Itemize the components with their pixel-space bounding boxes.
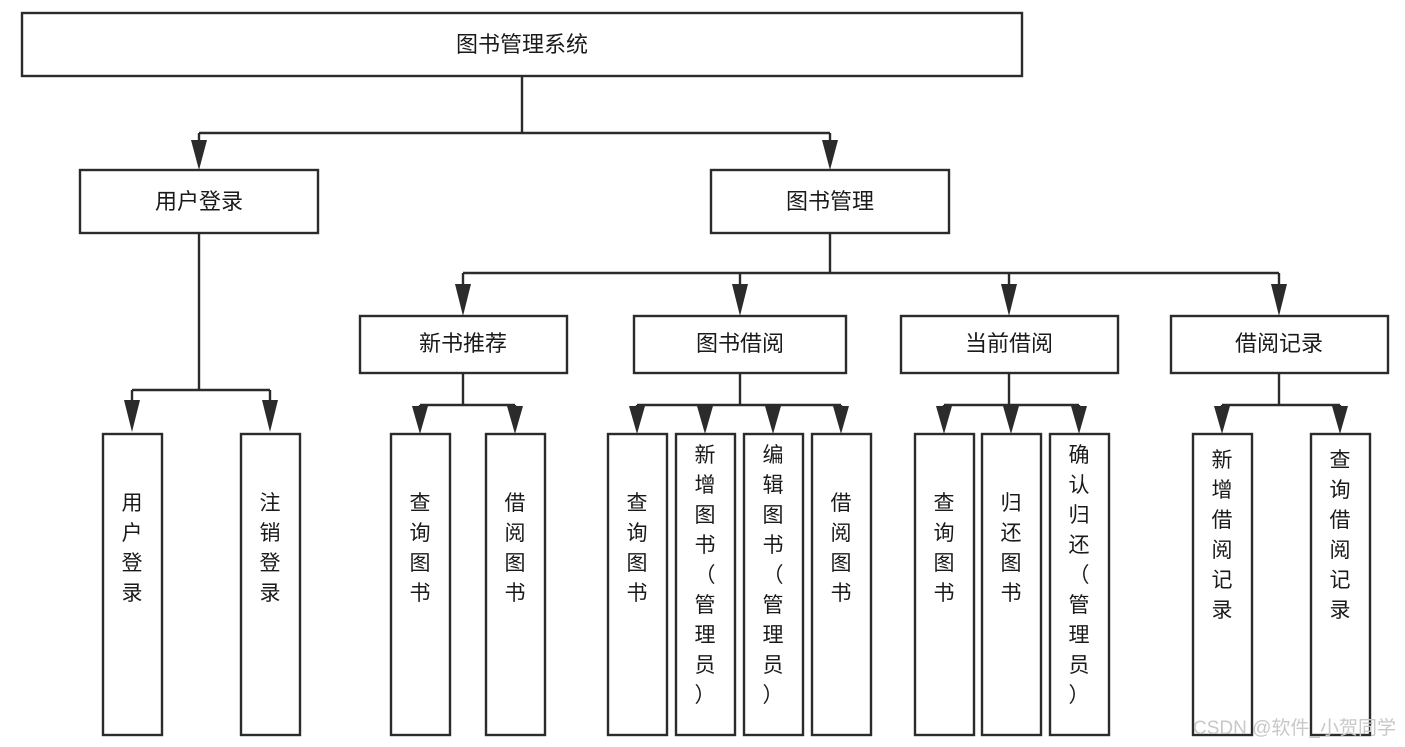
node-new-books-box[interactable] bbox=[358, 314, 569, 375]
arrow-to-leaf-query-record bbox=[1332, 406, 1348, 434]
leaf-borrow-book-1-box[interactable] bbox=[484, 432, 547, 737]
arrow-to-leaf-query-book-3 bbox=[936, 406, 952, 434]
leaf-query-record-label: 查询借阅记录 bbox=[1330, 449, 1351, 622]
leaf-edit-book-label: 编辑图书（管理员） bbox=[763, 444, 784, 707]
arrow-to-current bbox=[1001, 284, 1017, 316]
node-current[interactable]: 当前借阅 bbox=[899, 314, 1120, 375]
arrow-to-book-mgmt bbox=[822, 140, 838, 170]
leaf-borrow-book-2[interactable]: 借阅图书 bbox=[810, 432, 873, 737]
arrow-to-leaf-user-login bbox=[124, 400, 140, 432]
leaf-confirm-return-box[interactable] bbox=[1048, 432, 1111, 737]
node-new-books-label: 新书推荐 bbox=[419, 331, 507, 356]
arrow-to-leaf-add-book bbox=[697, 406, 713, 434]
node-borrow-box[interactable] bbox=[632, 314, 848, 375]
leaf-query-book-3-label: 查询图书 bbox=[934, 492, 955, 605]
leaf-add-record-label: 新增借阅记录 bbox=[1212, 449, 1233, 622]
node-user-login-label: 用户登录 bbox=[155, 189, 243, 214]
leaf-query-book-1-box[interactable] bbox=[389, 432, 452, 737]
arrow-to-leaf-confirm-return bbox=[1071, 406, 1087, 434]
leaf-confirm-return[interactable]: 确认归还（管理员） bbox=[1048, 432, 1111, 737]
leaf-query-record[interactable]: 查询借阅记录 bbox=[1309, 432, 1372, 737]
leaf-edit-book-box[interactable] bbox=[742, 432, 805, 737]
leaf-return-book[interactable]: 归还图书 bbox=[980, 432, 1043, 737]
node-user-login-box[interactable] bbox=[78, 168, 320, 235]
watermark-label: CSDN @软件_小贺同学 bbox=[1193, 717, 1396, 739]
node-root-label: 图书管理系统 bbox=[456, 32, 588, 57]
leaf-user-login-label: 用户登录 bbox=[122, 492, 143, 605]
arrow-to-leaf-borrow-book-2 bbox=[833, 406, 849, 434]
node-borrow[interactable]: 图书借阅 bbox=[632, 314, 848, 375]
leaf-logout-label: 注销登录 bbox=[260, 492, 281, 605]
leaf-add-book-box[interactable] bbox=[674, 432, 737, 737]
arrow-to-borrow bbox=[732, 284, 748, 316]
leaf-borrow-book-1[interactable]: 借阅图书 bbox=[484, 432, 547, 737]
node-user-login[interactable]: 用户登录 bbox=[78, 168, 320, 235]
node-book-mgmt[interactable]: 图书管理 bbox=[709, 168, 951, 235]
node-current-box[interactable] bbox=[899, 314, 1120, 375]
arrow-to-leaf-query-book-1 bbox=[412, 406, 428, 434]
leaf-query-book-1-label: 查询图书 bbox=[410, 492, 431, 605]
leaf-add-record[interactable]: 新增借阅记录 bbox=[1191, 432, 1254, 737]
leaf-add-book[interactable]: 新增图书（管理员） bbox=[674, 432, 737, 737]
node-root[interactable]: 图书管理系统 bbox=[20, 11, 1024, 78]
leaf-user-login-box[interactable] bbox=[101, 432, 164, 737]
node-new-books[interactable]: 新书推荐 bbox=[358, 314, 569, 375]
leaf-return-book-label: 归还图书 bbox=[1001, 492, 1022, 605]
leaf-query-book-2-label: 查询图书 bbox=[627, 492, 648, 605]
connector-layer bbox=[124, 76, 1348, 434]
arrow-to-leaf-logout bbox=[262, 400, 278, 432]
leaf-add-record-box[interactable] bbox=[1191, 432, 1254, 737]
arrow-to-records bbox=[1271, 284, 1287, 316]
node-borrow-label: 图书借阅 bbox=[696, 331, 784, 356]
arrow-to-leaf-add-record bbox=[1214, 406, 1230, 434]
leaf-logout[interactable]: 注销登录 bbox=[239, 432, 302, 737]
arrow-to-user-login bbox=[191, 140, 207, 170]
leaf-query-book-2-box[interactable] bbox=[606, 432, 669, 737]
leaf-query-book-3-box[interactable] bbox=[913, 432, 976, 737]
leaf-query-book-2[interactable]: 查询图书 bbox=[606, 432, 669, 737]
node-book-mgmt-box[interactable] bbox=[709, 168, 951, 235]
leaf-confirm-return-label: 确认归还（管理员） bbox=[1069, 444, 1090, 707]
leaf-logout-box[interactable] bbox=[239, 432, 302, 737]
leaf-borrow-book-1-label: 借阅图书 bbox=[505, 492, 526, 605]
arrow-to-new-books bbox=[455, 284, 471, 316]
leaf-borrow-book-2-box[interactable] bbox=[810, 432, 873, 737]
node-current-label: 当前借阅 bbox=[965, 331, 1053, 356]
node-records-label: 借阅记录 bbox=[1235, 331, 1323, 356]
arrow-to-leaf-query-book-2 bbox=[629, 406, 645, 434]
leaf-user-login[interactable]: 用户登录 bbox=[101, 432, 164, 737]
leaf-edit-book[interactable]: 编辑图书（管理员） bbox=[742, 432, 805, 737]
node-book-mgmt-label: 图书管理 bbox=[786, 189, 874, 214]
leaf-query-book-3[interactable]: 查询图书 bbox=[913, 432, 976, 737]
arrow-to-leaf-borrow-book-1 bbox=[507, 406, 523, 434]
leaf-borrow-book-2-label: 借阅图书 bbox=[831, 492, 852, 605]
leaf-query-book-1[interactable]: 查询图书 bbox=[389, 432, 452, 737]
arrow-to-leaf-edit-book bbox=[765, 406, 781, 434]
node-records[interactable]: 借阅记录 bbox=[1169, 314, 1390, 375]
arrow-to-leaf-return-book bbox=[1003, 406, 1019, 434]
leaf-return-book-box[interactable] bbox=[980, 432, 1043, 737]
leaf-query-record-box[interactable] bbox=[1309, 432, 1372, 737]
node-root-box[interactable] bbox=[20, 11, 1024, 78]
leaf-add-book-label: 新增图书（管理员） bbox=[695, 444, 716, 707]
node-records-box[interactable] bbox=[1169, 314, 1390, 375]
